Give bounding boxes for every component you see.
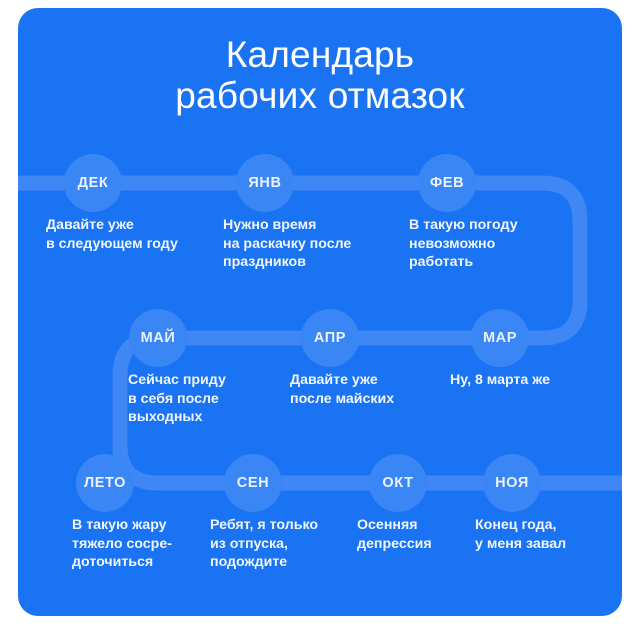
month-label: ЯНВ — [248, 175, 282, 191]
month-label: ЛЕТО — [83, 475, 127, 491]
month-node-mar[interactable]: МАР — [471, 309, 529, 367]
month-label: СЕН — [236, 475, 270, 491]
month-node-sep[interactable]: СЕН — [224, 454, 282, 512]
month-text-jan: Нужно время на раскачку после праздников — [223, 217, 352, 270]
month-text-summer: В такую жару тяжело сосре- доточиться — [72, 517, 172, 570]
month-node-nov[interactable]: НОЯ — [483, 454, 541, 512]
month-label: АПР — [313, 330, 347, 346]
month-node-may[interactable]: МАЙ — [129, 309, 187, 367]
month-node-summer[interactable]: ЛЕТО — [76, 454, 134, 512]
month-label: ДЕК — [77, 175, 109, 191]
month-label: НОЯ — [495, 475, 529, 491]
calendar-card: Календарь рабочих отмазок ДЕК Давайте уж… — [18, 8, 622, 616]
page-title: Календарь рабочих отмазок — [175, 34, 465, 116]
month-text-mar: Ну, 8 марта же — [450, 372, 551, 388]
month-text-nov: Конец года, у меня завал — [475, 517, 567, 552]
month-node-dec[interactable]: ДЕК — [64, 154, 122, 212]
month-text-feb: В такую погоду невозможно работать — [409, 217, 518, 270]
month-text-apr: Давайте уже после майских — [290, 372, 395, 407]
month-text-may: Сейчас приду в себя после выходных — [128, 372, 226, 425]
month-label: МАР — [482, 330, 518, 346]
month-text-dec: Давайте уже в следующем году — [46, 217, 178, 252]
month-node-feb[interactable]: ФЕВ — [418, 154, 476, 212]
month-label: МАЙ — [140, 330, 176, 346]
month-label: ФЕВ — [429, 175, 465, 191]
month-label: ОКТ — [382, 475, 414, 491]
month-node-jan[interactable]: ЯНВ — [236, 154, 294, 212]
month-text-oct: Осенняя депрессия — [357, 517, 432, 552]
month-node-oct[interactable]: ОКТ — [369, 454, 427, 512]
month-text-sep: Ребят, я только из отпуска, подождите — [210, 517, 319, 570]
month-node-apr[interactable]: АПР — [301, 309, 359, 367]
